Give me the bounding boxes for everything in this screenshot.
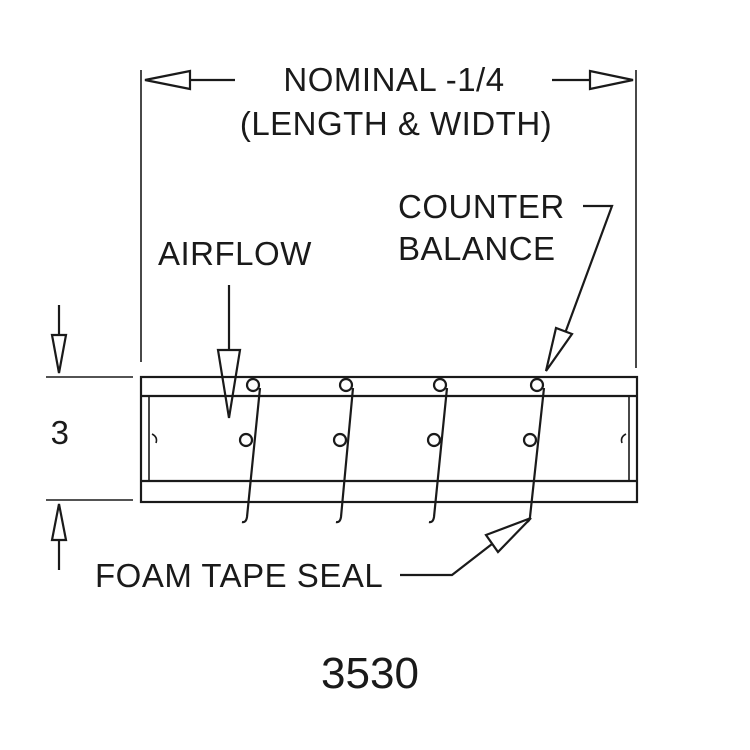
counter-balance-label-line1: COUNTER xyxy=(398,188,565,225)
airflow-arrow xyxy=(216,285,242,419)
counter-balance-leader xyxy=(544,204,614,372)
blade-pivot xyxy=(332,432,348,448)
right-stop-mark xyxy=(620,433,627,444)
nominal-label-line1: NOMINAL -1/4 xyxy=(283,61,504,98)
counter-balance-pin xyxy=(245,377,261,393)
damper-frame xyxy=(139,375,639,504)
foam-tape-seal-leader-line xyxy=(400,543,493,577)
right-dimension-arrowhead xyxy=(588,69,634,91)
left-dimension-arrowhead xyxy=(144,69,192,91)
counter-balance-leader-line xyxy=(562,204,614,337)
foam-tape-seal-label: FOAM TAPE SEAL xyxy=(95,557,383,594)
blade-4 xyxy=(522,377,546,524)
counter-balance-arrowhead xyxy=(544,326,574,372)
blade-line xyxy=(241,387,262,524)
blade-pivot xyxy=(238,432,254,448)
height-dimension xyxy=(46,305,133,570)
airflow-arrowhead xyxy=(216,348,242,419)
nominal-label-line2: (LENGTH & WIDTH) xyxy=(240,105,552,142)
foam-tape-seal-leader xyxy=(400,516,532,577)
airflow-label: AIRFLOW xyxy=(158,235,312,272)
blade-pivot xyxy=(522,432,538,448)
blade-1 xyxy=(238,377,262,524)
upper-dimension-arrowhead xyxy=(50,333,68,374)
foam-tape-seal-arrowhead xyxy=(484,516,532,554)
height-value-label: 3 xyxy=(51,414,70,451)
blade-3 xyxy=(426,377,449,524)
blade-pivot xyxy=(426,432,442,448)
frame-outline xyxy=(139,375,639,504)
counter-balance-pin xyxy=(529,377,545,393)
counter-balance-pin xyxy=(338,377,354,393)
left-stop-mark xyxy=(151,433,158,444)
width-dimension xyxy=(140,69,637,368)
model-number: 3530 xyxy=(321,649,419,698)
blade-2 xyxy=(332,377,355,524)
counter-balance-pin xyxy=(432,377,448,393)
blade-line xyxy=(335,387,355,524)
blade-line xyxy=(428,387,449,524)
counter-balance-label-line2: BALANCE xyxy=(398,230,556,267)
lower-dimension-arrowhead xyxy=(50,503,68,542)
